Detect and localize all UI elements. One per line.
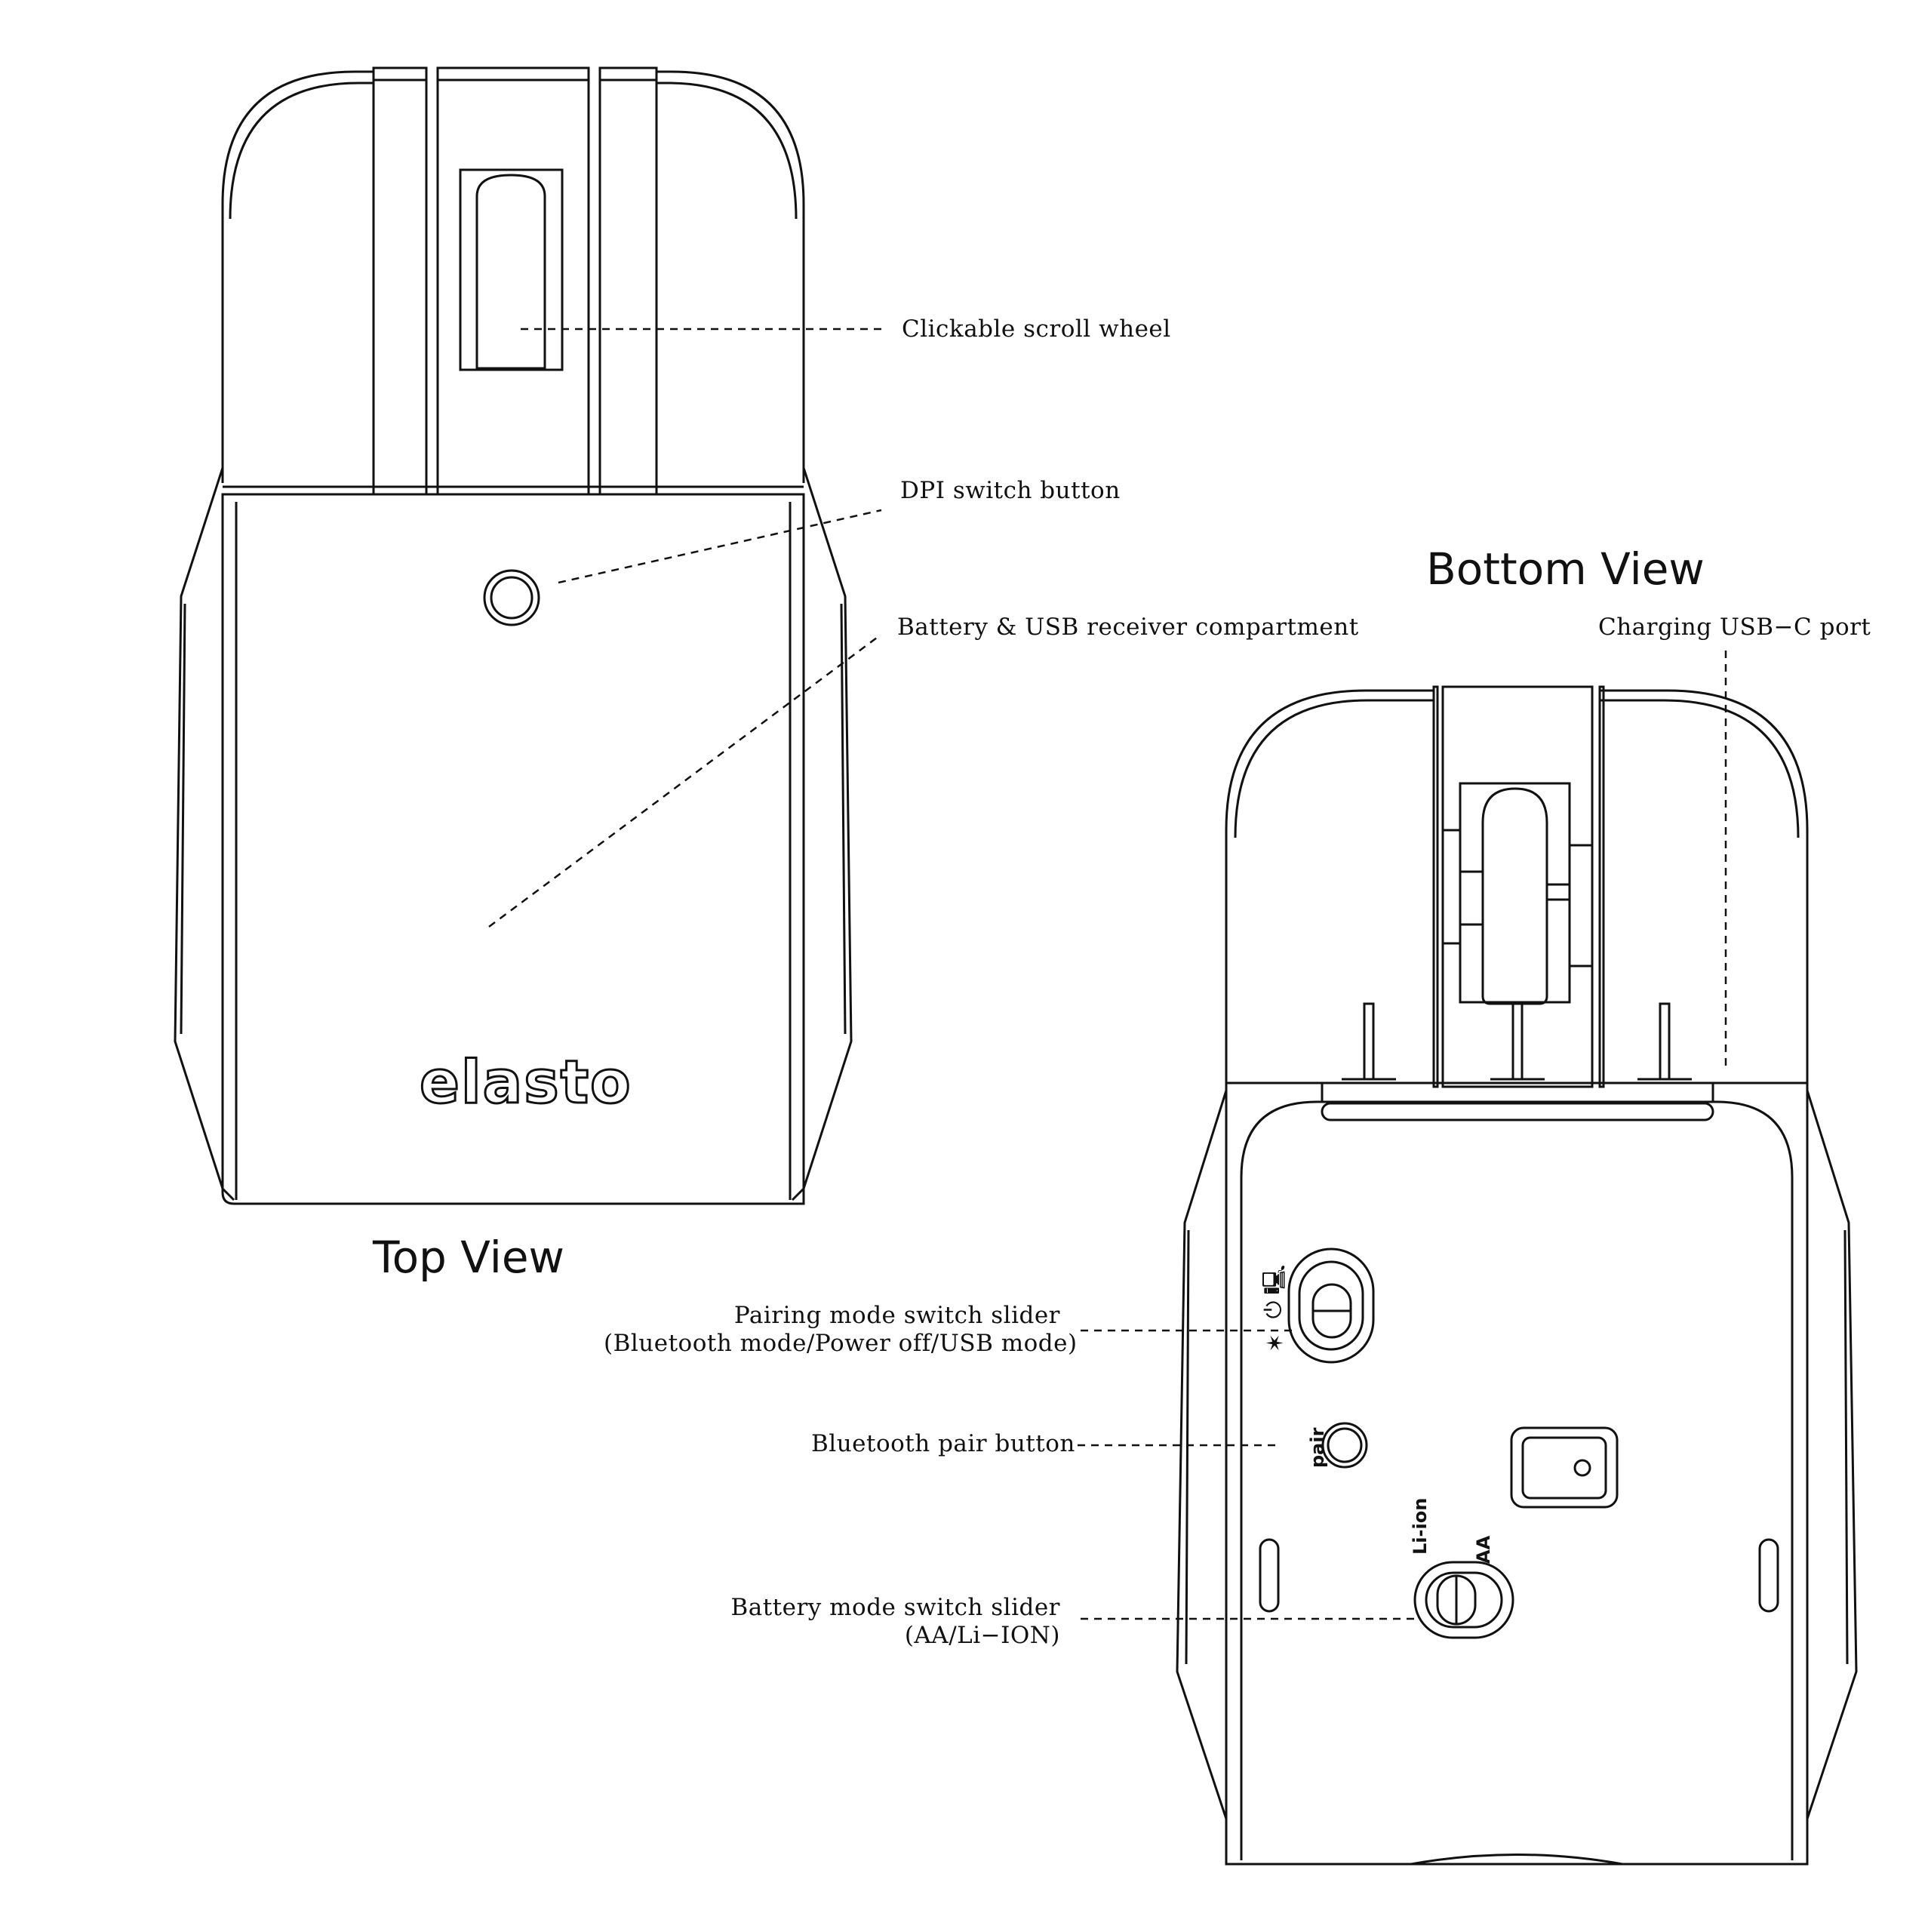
sensor-dot <box>1573 1459 1591 1477</box>
leader-battery-compartment <box>488 634 881 928</box>
sensor-window-outer <box>1510 1426 1619 1509</box>
usb-icon: 🖳 <box>1261 1264 1288 1295</box>
bottom-outer-right-side-inner <box>1843 1229 1849 1665</box>
top-outer-left-side-inner <box>180 603 186 1035</box>
pairing-slider-outer <box>1287 1247 1375 1364</box>
label-usb-c-port: Charging USB−C port <box>1598 614 1871 641</box>
top-dpi-button-inner <box>490 576 533 620</box>
top-middle-button <box>436 66 590 496</box>
label-battery-mode: Battery mode switch slider (AA/Li−ION) <box>679 1594 1060 1650</box>
top-dpi-button-outer <box>483 569 540 626</box>
label-scroll-wheel: Clickable scroll wheel <box>902 315 1171 343</box>
bottom-body <box>1225 1081 1809 1866</box>
bottom-pin-middle <box>1490 1002 1545 1081</box>
bottom-middle-part <box>1441 685 1594 1088</box>
bottom-body-inner <box>1240 1100 1794 1860</box>
battery-slider-outer <box>1413 1561 1514 1639</box>
bottom-right-button <box>1598 685 1605 1088</box>
label-pairing-mode-line1: Pairing mode switch slider <box>733 1302 1060 1329</box>
bottom-wheel-axle-right <box>1545 883 1571 901</box>
bottom-lip <box>1410 1854 1623 1866</box>
bottom-wheel-brackets <box>1443 829 1592 968</box>
top-right-button <box>598 66 658 496</box>
top-scroll-wheel-housing <box>459 168 564 371</box>
top-scroll-wheel <box>475 174 546 370</box>
label-pairing-mode-line2: (Bluetooth mode/Power off/USB mode) <box>604 1330 1078 1358</box>
label-dpi-button: DPI switch button <box>900 477 1121 504</box>
top-outer-right-side <box>791 467 853 1201</box>
label-battery-mode-line1: Battery mode switch slider <box>730 1594 1060 1621</box>
bottom-top-ridge <box>1321 1081 1714 1103</box>
pair-button-inner <box>1327 1427 1363 1463</box>
bottom-view-title: Bottom View <box>1426 543 1705 595</box>
bluetooth-icon: ✶ <box>1262 1333 1290 1353</box>
top-shell-inner <box>229 82 798 220</box>
foot-right <box>1758 1538 1779 1613</box>
label-pairing-mode: Pairing mode switch slider (Bluetooth mo… <box>604 1302 1078 1358</box>
label-battery-compartment: Battery & USB receiver compartment <box>897 614 1359 641</box>
bottom-wheel <box>1481 787 1548 1005</box>
bottom-shell-outline <box>1225 689 1809 1087</box>
top-left-button <box>372 66 428 496</box>
pair-button-outer <box>1321 1422 1368 1469</box>
bottom-outer-right-side <box>1806 1090 1858 1820</box>
bottom-pin-left <box>1342 1002 1396 1081</box>
bottom-shell-inner <box>1234 699 1800 838</box>
top-body <box>221 493 805 1205</box>
bottom-pin-right <box>1637 1002 1692 1081</box>
top-body-inner-edges <box>235 502 792 1200</box>
bottom-outer-left-side-inner <box>1185 1229 1190 1665</box>
label-pair-button: Bluetooth pair button <box>811 1430 1075 1457</box>
marking-li-ion: Li-ion <box>1410 1497 1431 1555</box>
foot-left <box>1259 1538 1280 1613</box>
label-battery-mode-line2: (AA/Li−ION) <box>904 1622 1060 1650</box>
pairing-slider-inner <box>1298 1260 1364 1351</box>
bottom-top-slot <box>1321 1102 1714 1121</box>
bottom-outer-left-side <box>1176 1090 1228 1820</box>
power-icon: ⏻ <box>1260 1300 1287 1319</box>
marking-pair: pair <box>1307 1427 1328 1468</box>
top-outer-right-side-inner <box>840 603 847 1035</box>
bottom-left-button <box>1432 685 1439 1088</box>
top-outer-left-side <box>174 467 235 1201</box>
battery-slider-inner <box>1425 1571 1503 1629</box>
marking-aa: AA <box>1473 1535 1494 1564</box>
leader-dpi-button <box>558 509 882 584</box>
bottom-wheel-axle-left <box>1459 870 1484 926</box>
bottom-wheel-frame <box>1459 782 1571 1004</box>
sensor-window-inner <box>1521 1436 1607 1500</box>
top-view-title: Top View <box>373 1232 564 1283</box>
top-shell-outline <box>221 70 805 483</box>
brand-logo: elasto <box>419 1048 632 1118</box>
